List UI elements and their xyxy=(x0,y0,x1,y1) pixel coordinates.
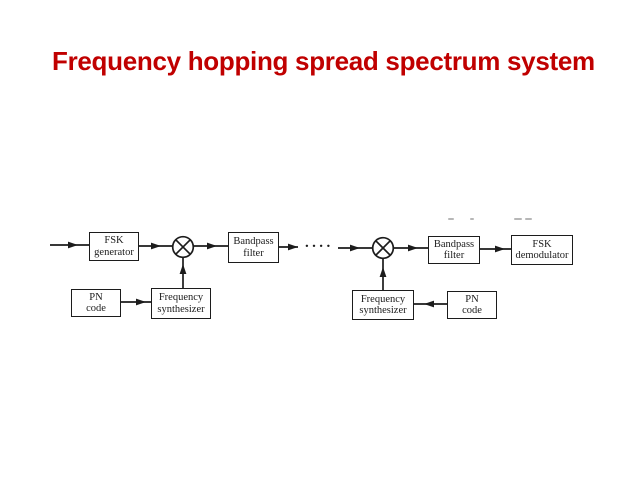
block-label: PN xyxy=(89,291,103,303)
scan-artifact-dash xyxy=(470,218,474,220)
scan-artifact-dash xyxy=(525,218,532,220)
block-label: filter xyxy=(243,247,264,259)
arrowhead-up-icon xyxy=(379,267,387,277)
slide-title: Frequency hopping spread spectrum system xyxy=(52,46,595,76)
block-pn-code-left: PN code xyxy=(71,289,121,317)
block-label: code xyxy=(462,305,482,316)
multiplier-icon xyxy=(371,236,395,260)
block-frequency-synthesizer-right: Frequency synthesizer xyxy=(352,290,414,320)
block-label: Bandpass xyxy=(433,238,475,250)
channel-ellipsis: .... xyxy=(305,235,334,251)
block-label: Frequency xyxy=(360,293,406,305)
arrowhead-up-icon xyxy=(179,264,187,274)
arrowhead-right-icon xyxy=(136,298,146,306)
block-fsk-generator: FSK generator xyxy=(89,232,139,261)
arrowhead-right-icon xyxy=(207,242,217,250)
block-bandpass-filter-left: Bandpass filter xyxy=(228,232,279,263)
block-frequency-synthesizer-left: Frequency synthesizer xyxy=(151,288,211,319)
arrowhead-right-icon xyxy=(408,244,418,252)
scan-artifact-dash xyxy=(448,218,454,220)
block-pn-code-right: PN code xyxy=(447,291,497,319)
block-label: Frequency xyxy=(158,292,204,303)
block-label: FSK xyxy=(104,235,124,246)
block-bandpass-filter-right: Bandpass filter xyxy=(428,236,480,264)
arrowhead-left-icon xyxy=(424,300,434,308)
block-label: code xyxy=(86,303,106,314)
arrowhead-right-icon xyxy=(495,245,505,253)
block-label: synthesizer xyxy=(157,303,205,315)
multiplier-icon xyxy=(171,235,195,259)
block-label: PN xyxy=(465,293,479,305)
arrowhead-right-icon xyxy=(288,243,298,251)
arrowhead-right-icon xyxy=(68,241,78,249)
block-fsk-demodulator: FSK demodulator xyxy=(511,235,573,265)
block-label: demodulator xyxy=(515,250,569,261)
block-label: filter xyxy=(443,250,465,261)
block-label: FSK xyxy=(532,238,552,250)
scan-artifact-dash xyxy=(514,218,522,220)
block-label: synthesizer xyxy=(359,305,407,316)
arrowhead-right-icon xyxy=(350,244,360,252)
block-label: Bandpass xyxy=(233,236,274,247)
block-label: generator xyxy=(94,246,134,258)
arrowhead-right-icon xyxy=(151,242,161,250)
